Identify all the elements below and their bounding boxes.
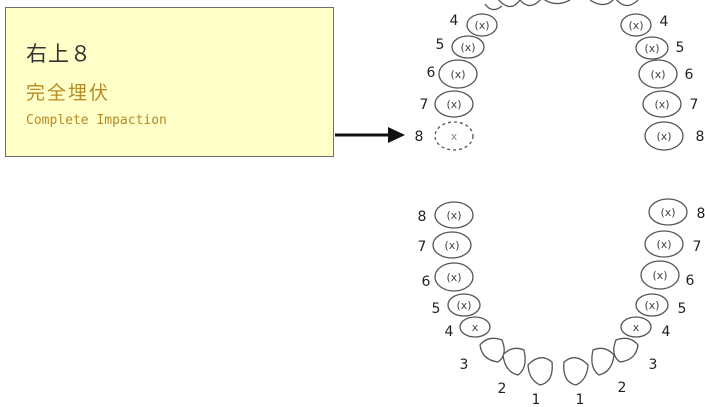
lower-right-number-8: 8 <box>418 209 427 225</box>
upper-left-number-6: 6 <box>685 67 694 83</box>
info-subtitle: 完全埋伏 <box>26 82 111 104</box>
svg-text:(x): (x) <box>446 271 461 284</box>
lower-right-number-4: 4 <box>445 324 454 340</box>
svg-text:x: x <box>633 321 640 334</box>
tooth-lower-right-3 <box>479 337 505 363</box>
right-arrow-icon <box>335 127 405 143</box>
upper-left-number-7: 7 <box>690 97 699 113</box>
svg-text:(x): (x) <box>652 269 667 282</box>
info-title: 右上８ <box>26 42 92 66</box>
tooth-lower-right-8 <box>434 201 474 229</box>
svg-text:(x): (x) <box>444 239 459 252</box>
svg-text:(x): (x) <box>446 98 461 111</box>
tooth-lower-left-3 <box>613 337 639 363</box>
tooth-lower-right-6 <box>434 262 474 292</box>
lower-right-number-1: 1 <box>532 392 541 407</box>
dental-chart: (x) (x) (x) (x) x (x) (x) (x) (x) (x) (x… <box>335 0 705 407</box>
upper-right-number-7: 7 <box>420 97 429 113</box>
tooth-upper-left-4 <box>620 13 652 37</box>
tooth-crown-marks: (x) (x) (x) (x) x (x) (x) (x) (x) (x) (x… <box>444 19 675 334</box>
tooth-lower-right-4 <box>459 316 491 338</box>
lower-right-teeth <box>432 201 553 386</box>
svg-text:(x): (x) <box>656 130 671 143</box>
lower-right-number-6: 6 <box>422 274 431 290</box>
upper-left-number-4: 4 <box>660 14 669 30</box>
tooth-upper-right-5 <box>451 35 485 59</box>
upper-incisors <box>484 0 639 11</box>
lower-right-number-7: 7 <box>418 239 427 255</box>
tooth-lower-right-7 <box>432 231 472 259</box>
lower-right-number-3: 3 <box>460 357 469 373</box>
svg-text:x: x <box>451 130 458 143</box>
lower-left-number-3: 3 <box>649 357 658 373</box>
lower-left-teeth <box>563 198 688 386</box>
lower-left-number-5: 5 <box>678 301 687 317</box>
tooth-lower-left-5 <box>635 293 669 317</box>
tooth-upper-left-7 <box>642 90 682 118</box>
upper-right-number-4: 4 <box>450 13 459 29</box>
upper-right-teeth <box>434 13 498 151</box>
lower-left-number-7: 7 <box>693 239 702 255</box>
lower-left-number-2: 2 <box>618 380 627 396</box>
upper-left-number-5: 5 <box>676 40 685 56</box>
upper-right-number-8: 8 <box>415 129 424 145</box>
tooth-lower-right-5 <box>447 293 481 317</box>
svg-text:(x): (x) <box>446 209 461 222</box>
tooth-upper-right-7 <box>434 90 474 118</box>
tooth-upper-left-5 <box>635 36 669 60</box>
tooth-lower-left-2 <box>591 347 615 376</box>
tooth-lower-right-1 <box>527 357 553 386</box>
lower-left-number-6: 6 <box>686 273 695 289</box>
lower-right-number-5: 5 <box>432 301 441 317</box>
svg-text:(x): (x) <box>660 206 675 219</box>
svg-text:(x): (x) <box>628 19 643 32</box>
upper-right-number-6: 6 <box>427 65 436 81</box>
svg-text:x: x <box>472 321 479 334</box>
upper-left-number-8: 8 <box>696 129 705 145</box>
lower-right-number-2: 2 <box>498 381 507 397</box>
tooth-upper-left-8 <box>644 121 684 151</box>
lower-left-number-4: 4 <box>662 324 671 340</box>
upper-right-number-5: 5 <box>436 37 445 53</box>
tooth-upper-right-8-impacted <box>434 121 474 151</box>
svg-text:(x): (x) <box>656 238 671 251</box>
tooth-upper-right-6 <box>438 59 478 89</box>
svg-text:(x): (x) <box>644 299 659 312</box>
svg-text:(x): (x) <box>474 19 489 32</box>
tooth-lower-left-6 <box>640 260 680 290</box>
tooth-upper-left-6 <box>638 59 678 89</box>
tooth-lower-left-8 <box>648 198 688 226</box>
svg-text:(x): (x) <box>650 68 665 81</box>
info-box: 右上８ 完全埋伏 Complete Impaction <box>5 7 334 157</box>
svg-text:(x): (x) <box>450 68 465 81</box>
lower-left-number-1: 1 <box>576 392 585 407</box>
tooth-lower-left-7 <box>644 230 684 258</box>
tooth-lower-right-2 <box>502 347 526 376</box>
svg-text:(x): (x) <box>460 41 475 54</box>
svg-text:(x): (x) <box>644 42 659 55</box>
svg-text:(x): (x) <box>456 299 471 312</box>
tooth-lower-left-1 <box>563 357 589 386</box>
tooth-lower-left-4 <box>620 316 652 338</box>
info-english: Complete Impaction <box>26 113 167 128</box>
tooth-upper-right-4 <box>466 13 498 37</box>
upper-left-teeth <box>620 13 684 151</box>
svg-text:(x): (x) <box>654 98 669 111</box>
lower-left-number-8: 8 <box>697 206 705 222</box>
